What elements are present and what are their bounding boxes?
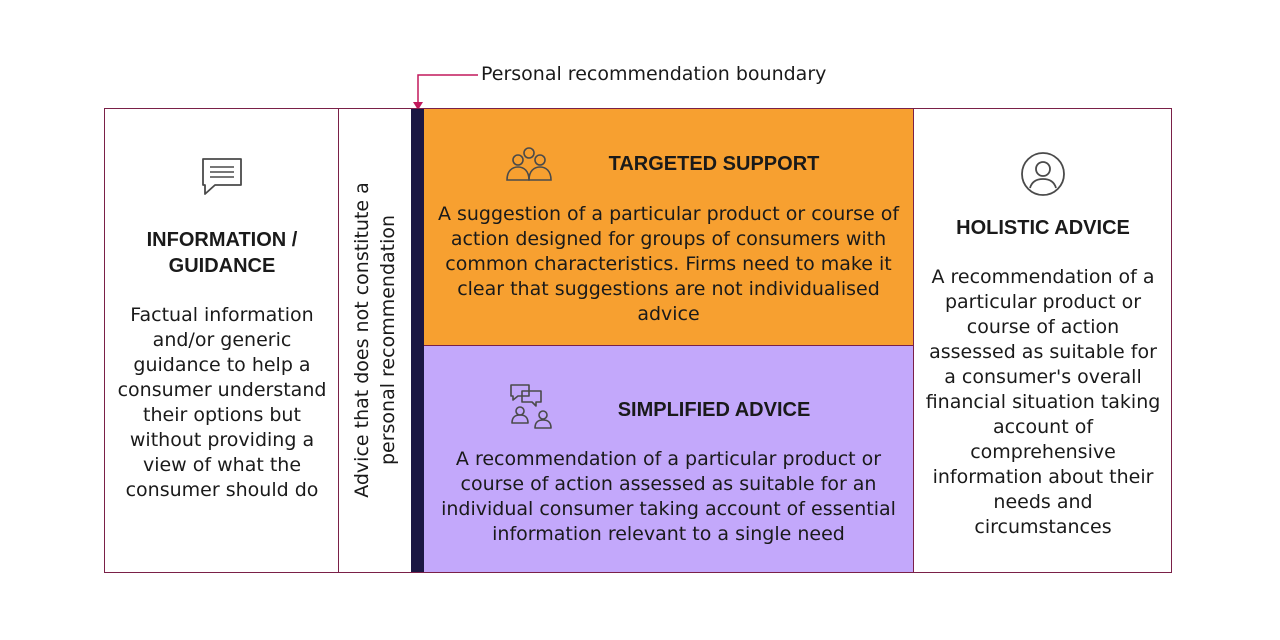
personal-recommendation-boundary-bar <box>411 109 424 572</box>
holistic-advice-title: HOLISTIC ADVICE <box>956 217 1130 239</box>
information-guidance-title: INFORMATION / GUIDANCE <box>146 229 298 277</box>
holistic-advice-column: HOLISTIC ADVICE A recommendation of a pa… <box>913 109 1171 572</box>
targeted-support-panel: TARGETED SUPPORT A suggestion of a parti… <box>424 109 913 345</box>
targeted-support-description: A suggestion of a particular product or … <box>437 203 900 325</box>
information-guidance-column: INFORMATION / GUIDANCE Factual informati… <box>105 109 339 572</box>
holistic-advice-description: A recommendation of a particular product… <box>925 266 1161 538</box>
group-icon <box>506 147 552 181</box>
user-circle-icon <box>1021 152 1065 196</box>
targeted-support-title: TARGETED SUPPORT <box>608 153 820 175</box>
non-recommendation-text: Advice that does not constitute a person… <box>351 182 399 498</box>
boundary-arrow-icon <box>413 74 478 110</box>
simplified-advice-description: A recommendation of a particular product… <box>441 448 896 545</box>
advice-spectrum-diagram: INFORMATION / GUIDANCE Factual informati… <box>104 108 1172 573</box>
non-recommendation-column: Advice that does not constitute a person… <box>339 109 411 572</box>
boundary-label: Personal recommendation boundary <box>481 63 827 85</box>
information-guidance-description: Factual information and/or generic guida… <box>117 304 327 501</box>
simplified-advice-panel: SIMPLIFIED ADVICE A recommendation of a … <box>424 345 913 572</box>
chat-bubble-icon <box>202 158 242 195</box>
people-chat-icon <box>510 384 552 429</box>
simplified-advice-title: SIMPLIFIED ADVICE <box>617 399 811 421</box>
